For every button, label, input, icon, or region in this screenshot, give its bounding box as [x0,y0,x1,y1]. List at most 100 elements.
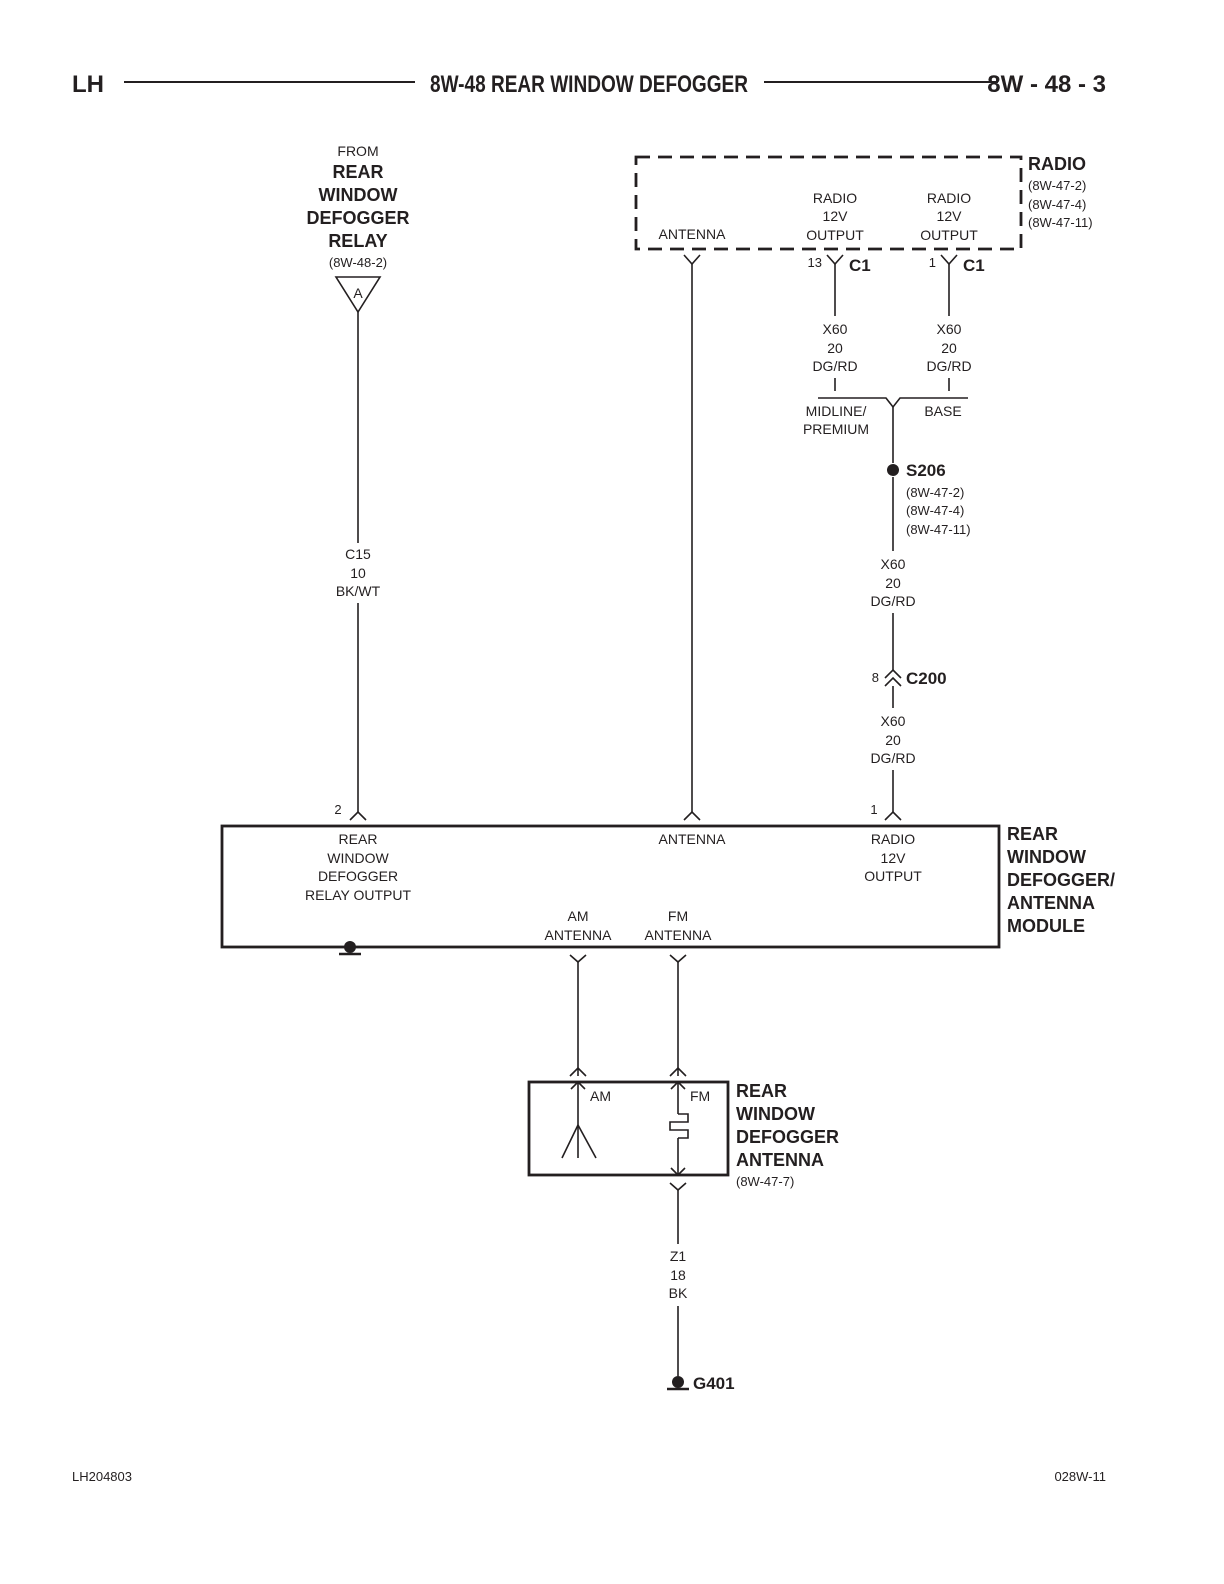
module-radio-output-3: OUTPUT [864,868,922,884]
s206-ref-3: (8W-47-11) [906,522,971,537]
footer-left: LH204803 [72,1469,132,1484]
option-right: BASE [924,403,961,419]
s206-splice-dot [887,464,899,476]
radio-pin-b: 1 [929,255,936,270]
radio-name: RADIO [1028,154,1086,174]
s206-ref-1: (8W-47-2) [906,485,964,500]
relay-name-3: DEFOGGER [306,208,409,228]
c200-name: C200 [906,669,947,688]
antenna-box [527,1080,730,1177]
header-page-number: 8W - 48 - 3 [987,71,1106,98]
antenna-fm-terminal [669,1066,687,1077]
module-terminal-antenna [683,810,701,821]
module-am-1: AM [568,908,589,924]
s206-name: S206 [906,461,946,480]
module-name-2: WINDOW [1007,847,1086,867]
module-fm-2: ANTENNA [645,927,713,943]
antenna-fm-label: FM [690,1088,710,1104]
wire-x60-c-circuit: X60 [881,556,906,572]
module-terminal-radio [884,810,902,821]
module-case-ground-icon [339,941,361,956]
module-relay-output-2: WINDOW [327,850,389,866]
relay-connector-label: A [353,285,363,301]
radio-antenna-terminal [683,254,701,266]
ground-name: G401 [693,1374,735,1393]
page-title: 8W-48 REAR WINDOW DEFOGGER [430,71,748,98]
module-name-4: ANTENNA [1007,893,1095,913]
relay-source: FROM REAR WINDOW DEFOGGER RELAY (8W-48-2… [306,143,410,314]
c200-connector [884,668,902,687]
radio-connector-b: C1 [963,256,985,275]
radio-ref-1: (8W-47-2) [1028,178,1086,193]
antenna-name-2: WINDOW [736,1104,815,1124]
header-left: LH [72,71,104,98]
wire-x60-c-gauge: 20 [885,575,901,591]
module-relay-output-1: REAR [339,831,378,847]
radio-c1-terminal-b [940,254,958,266]
radio-connector-a: C1 [849,256,871,275]
relay-name-4: RELAY [328,231,387,251]
wire-x60-a-circuit: X60 [823,321,848,337]
radio-box [634,155,1023,251]
wire-x60-a-color: DG/RD [812,358,857,374]
wire-c15-gauge: 10 [350,565,366,581]
wire-x60-b-circuit: X60 [937,321,962,337]
module-name-1: REAR [1007,824,1058,844]
relay-name-1: REAR [332,162,383,182]
relay-name-2: WINDOW [319,185,398,205]
module-am-terminal [569,954,587,964]
wire-z1-color: BK [669,1285,688,1301]
radio-output-a-2: 12V [823,208,849,224]
module-radio-output-2: 12V [881,850,907,866]
wire-z1-gauge: 18 [670,1267,686,1283]
module-fm-1: FM [668,908,688,924]
antenna-name-1: REAR [736,1081,787,1101]
relay-ref: (8W-48-2) [329,255,387,270]
wire-c15-color: BK/WT [336,583,381,599]
module-name-5: MODULE [1007,916,1085,936]
radio-ref-3: (8W-47-11) [1028,215,1093,230]
radio-pin-a: 13 [808,255,822,270]
radio-output-a-3: OUTPUT [806,227,864,243]
c200-pin: 8 [872,670,879,685]
module-pin-relay: 2 [334,802,341,817]
module-relay-output-4: RELAY OUTPUT [305,887,412,903]
radio-output-b-3: OUTPUT [920,227,978,243]
module-terminal-relay [349,810,367,821]
radio-c1-terminal-a [826,254,844,266]
wire-x60-d-circuit: X60 [881,713,906,729]
module-antenna-label: ANTENNA [659,831,727,847]
radio-output-b-1: RADIO [927,190,971,206]
relay-connector-triangle [334,276,382,314]
module-relay-output-3: DEFOGGER [318,868,398,884]
antenna-am-label: AM [590,1088,611,1104]
fm-coupler-icon [669,1080,689,1177]
radio-antenna-pin-label: ANTENNA [659,226,727,242]
wire-x60-c-color: DG/RD [870,593,915,609]
wire-x60-a-gauge: 20 [827,340,843,356]
radio-ref-2: (8W-47-4) [1028,197,1086,212]
option-left-2: PREMIUM [803,421,869,437]
wire-x60-b-color: DG/RD [926,358,971,374]
module-fm-terminal [669,954,687,964]
module-pin-radio: 1 [870,802,877,817]
antenna-name-3: DEFOGGER [736,1127,839,1147]
module-radio-output-1: RADIO [871,831,915,847]
radio-output-b-2: 12V [937,208,963,224]
option-left-1: MIDLINE/ [806,403,867,419]
module-am-2: ANTENNA [545,927,613,943]
s206-ref-2: (8W-47-4) [906,503,964,518]
wire-z1-circuit: Z1 [670,1248,687,1264]
relay-from-label: FROM [337,143,378,159]
antenna-ref: (8W-47-7) [736,1174,794,1189]
module-name-3: DEFOGGER/ [1007,870,1115,890]
wire-x60-d-gauge: 20 [885,732,901,748]
ground-icon [667,1376,689,1391]
am-antenna-icon [561,1080,597,1159]
antenna-name-4: ANTENNA [736,1150,824,1170]
antenna-am-terminal [569,1066,587,1077]
footer-right: 028W-11 [1054,1469,1106,1484]
wire-x60-b-gauge: 20 [941,340,957,356]
wire-c15-circuit: C15 [345,546,371,562]
